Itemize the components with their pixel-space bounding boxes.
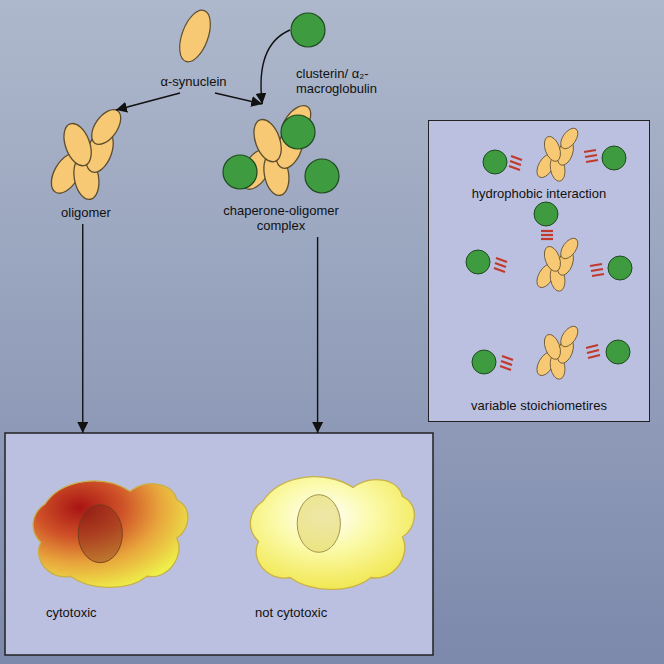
line-shape xyxy=(541,230,553,232)
circle-shape xyxy=(305,159,339,193)
chaperone-circle xyxy=(291,13,325,47)
node-label: hydrophobic interaction xyxy=(429,186,649,201)
line-shape xyxy=(494,268,505,272)
node-label: cytotoxic xyxy=(46,605,204,620)
line-shape xyxy=(511,156,522,160)
interaction-dashes xyxy=(509,150,598,170)
chaperone-circles xyxy=(472,340,630,374)
cell-box: not cytotoxic xyxy=(220,433,425,624)
circle-shape xyxy=(534,202,558,226)
circle-shape xyxy=(472,350,496,374)
line-shape xyxy=(496,258,507,262)
line-shape xyxy=(587,350,599,353)
inset-panel-box: hydrophobic interaction variable stoichio… xyxy=(428,120,650,422)
line-shape xyxy=(586,345,598,348)
chaperone-circles xyxy=(483,146,626,174)
circle-shape xyxy=(223,155,257,189)
monomer-label-box: α-synuclein xyxy=(145,4,245,93)
line-shape xyxy=(495,263,506,267)
oligomer-cluster xyxy=(45,104,126,201)
line-shape xyxy=(509,166,520,170)
line-shape xyxy=(510,161,521,165)
chaperone-circles xyxy=(223,115,339,193)
inset-panel xyxy=(428,120,650,422)
arrow-connector xyxy=(261,30,290,104)
node-label: oligomer xyxy=(40,205,132,220)
line-shape xyxy=(592,274,604,276)
oligomer-cluster xyxy=(533,125,581,182)
line-shape xyxy=(591,269,603,271)
interaction-dashes xyxy=(494,231,604,276)
circle-shape xyxy=(606,340,630,364)
cell-healthy xyxy=(250,477,414,590)
oligomer-cluster xyxy=(533,235,581,292)
cell-box: cytotoxic xyxy=(12,433,207,624)
arrow-connector xyxy=(317,237,318,433)
node-label: clusterin/ α₂-macroglobulin xyxy=(296,66,412,96)
line-shape xyxy=(584,150,596,152)
circle-shape xyxy=(281,115,315,149)
circle-shape xyxy=(483,150,507,174)
arrow-connector xyxy=(215,93,262,104)
line-shape xyxy=(586,160,598,162)
line-shape xyxy=(501,361,512,365)
complex-box: chaperone-oligomer complex xyxy=(215,104,350,237)
path-shape xyxy=(33,481,188,587)
oligomer-box: oligomer xyxy=(40,110,135,224)
arrow-connector xyxy=(82,224,83,433)
chaperone-circles xyxy=(466,202,632,280)
node-label: variable stoichiometires xyxy=(429,398,649,413)
path-shape xyxy=(250,477,414,590)
line-shape xyxy=(500,366,511,370)
circle-shape xyxy=(608,256,632,280)
oligomer-cluster xyxy=(533,323,581,380)
synuclein-monomer xyxy=(174,6,217,66)
node-label: chaperone-oligomer complex xyxy=(215,203,347,233)
interaction-dashes xyxy=(500,345,600,370)
line-shape xyxy=(541,234,553,236)
line-shape xyxy=(502,356,513,360)
line-shape xyxy=(590,264,602,266)
result-panel xyxy=(5,433,433,655)
chaperone-label-box: clusterin/ α₂-macroglobulin xyxy=(290,8,415,100)
ellipse-shape xyxy=(78,505,122,563)
cell-cytotoxic xyxy=(33,481,188,587)
node-label: α-synuclein xyxy=(145,74,242,89)
arrow-connector xyxy=(116,93,180,110)
line-shape xyxy=(541,238,553,240)
line-shape xyxy=(585,155,597,157)
circle-shape xyxy=(602,146,626,170)
circle-shape xyxy=(466,250,490,274)
ellipse-shape xyxy=(297,495,340,553)
node-label: not cytotoxic xyxy=(255,605,422,620)
line-shape xyxy=(588,355,600,358)
